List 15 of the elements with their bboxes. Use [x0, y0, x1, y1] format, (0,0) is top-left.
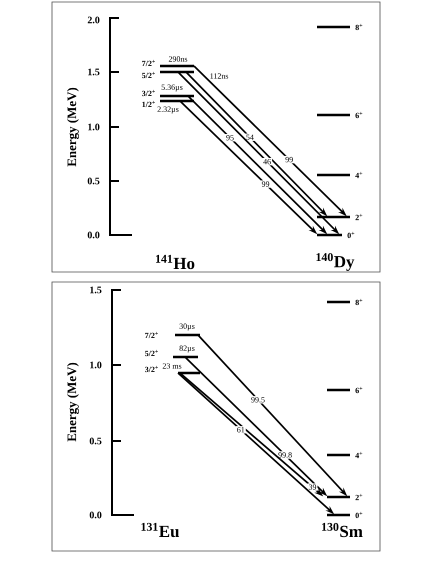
nuclide-label: $^{140}$Dy — [316, 253, 354, 271]
tick-label: 0.5 — [88, 178, 100, 184]
tick-label: 1.0 — [88, 124, 100, 130]
tick-label: 2.0 — [88, 16, 100, 24]
axis-label: Energy (MeV) — [67, 88, 79, 167]
tick-label: 0.0 — [88, 232, 100, 238]
axis-label: Energy (MeV) — [67, 362, 79, 442]
nuclide-label: $^{141}$Ho — [156, 254, 194, 270]
tick-label: 0.5 — [90, 438, 102, 444]
tick-label: 1.0 — [90, 362, 102, 368]
tick-label: 1.5 — [88, 68, 100, 76]
tick-label: 0.0 — [90, 512, 102, 518]
tick-label: 1.5 — [90, 286, 102, 294]
nuclide-label: $^{130}$Sm — [322, 522, 363, 538]
nuclide-label: $^{131}$Eu — [141, 522, 180, 538]
